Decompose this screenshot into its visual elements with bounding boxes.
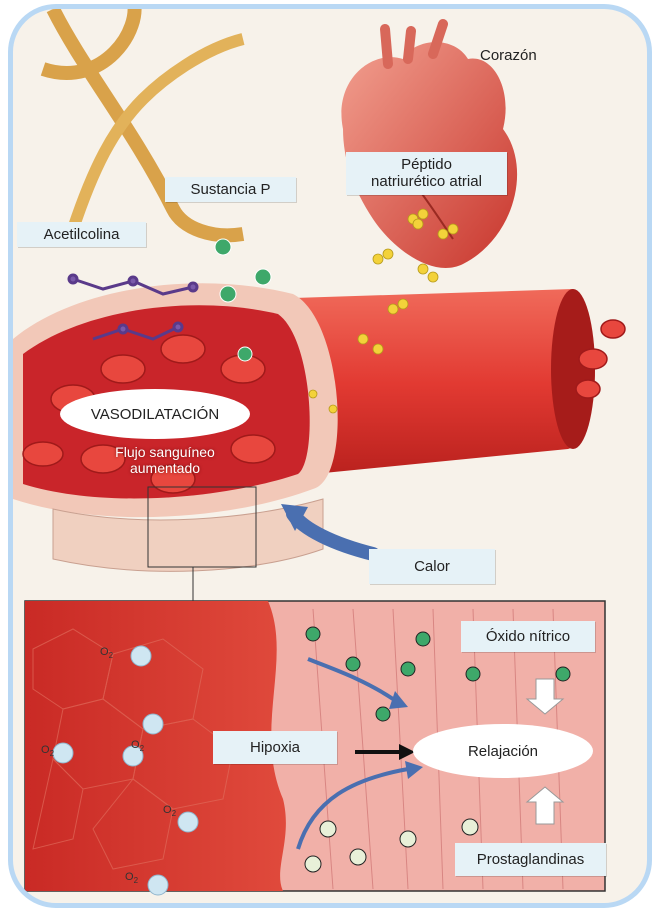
acetylcholine-label: Acetilcolina: [17, 222, 146, 247]
o2-label: O2: [163, 804, 176, 818]
nitric-oxide-label: Óxido nítrico: [461, 621, 595, 652]
hypoxia-label: Hipoxia: [213, 731, 337, 764]
o2-label: O2: [41, 744, 54, 758]
peptide-label-line1: Péptido: [354, 156, 499, 173]
peptide-label-line2: natriurético atrial: [354, 173, 499, 190]
o2-label: O2: [125, 871, 138, 885]
substance-p-label: Sustancia P: [165, 177, 296, 202]
blood-flow-line1: Flujo sanguíneo: [95, 444, 235, 460]
blood-vessel: [13, 209, 625, 571]
vasodilation-label: VASODILATACIÓN: [60, 389, 250, 439]
blood-flow-line2: aumentado: [95, 460, 235, 476]
o2-label: O2: [100, 646, 113, 660]
heart-label: Corazón: [480, 47, 537, 64]
o2-label: O2: [131, 739, 144, 753]
illustration-frame: Corazón Péptido natriurético atrial Sust…: [8, 4, 652, 908]
blood-flow-label: Flujo sanguíneo aumentado: [95, 444, 235, 476]
prostaglandins-label: Prostaglandinas: [455, 843, 606, 876]
peptide-label: Péptido natriurético atrial: [346, 152, 507, 195]
relaxation-label: Relajación: [413, 724, 593, 778]
heat-label: Calor: [369, 549, 495, 584]
